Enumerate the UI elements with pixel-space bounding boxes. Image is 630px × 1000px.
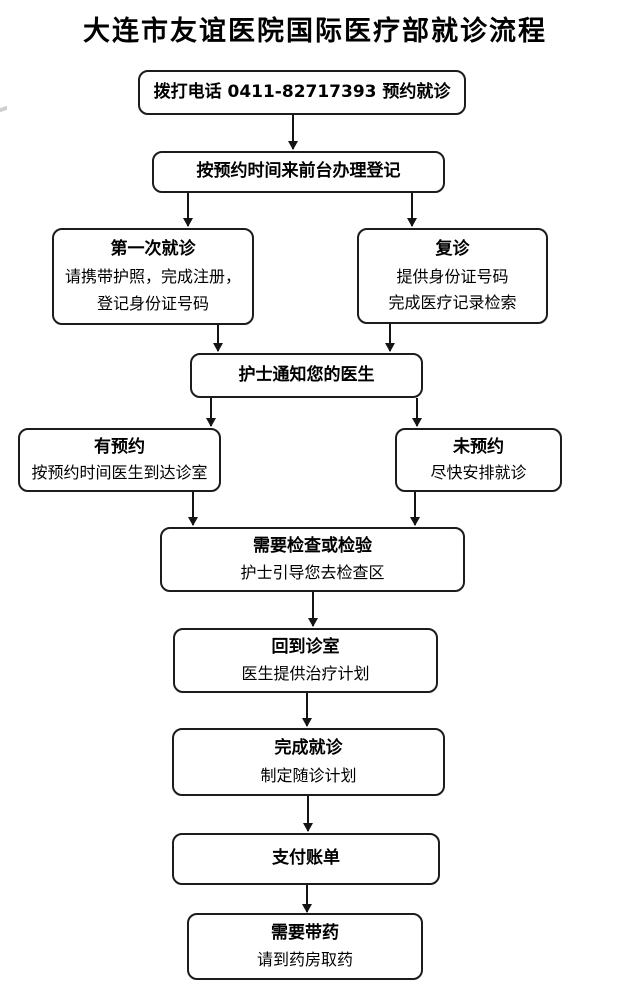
arrow-nurse-to-no-appointment [412, 398, 422, 427]
arrow-call-to-registration [288, 115, 298, 150]
page-title: 大连市友谊医院国际医疗部就诊流程 [83, 16, 547, 47]
node-line: 登记身份证号码 [96, 294, 209, 314]
node-line: 医生提供治疗计划 [241, 663, 370, 683]
arrow-complete-to-pay [303, 796, 313, 832]
node-title: 支付账单 [272, 848, 340, 869]
arrow-follow-up-to-nurse [385, 324, 395, 352]
node-title: 第一次就诊 [110, 238, 196, 259]
node-line: 护士引导您去检查区 [240, 562, 385, 582]
flow-node-follow-up-visit: 复诊 提供身份证号码 完成医疗记录检索 [357, 228, 548, 324]
arrow-registration-to-follow-up [407, 193, 417, 227]
node-title: 护士通知您的医生 [238, 364, 375, 385]
node-title: 按预约时间来前台办理登记 [196, 161, 401, 182]
arrow-pay-to-medication [302, 885, 312, 913]
arrow-registration-to-first-visit [183, 193, 193, 227]
node-line: 制定随诊计划 [260, 765, 357, 785]
arrow-exam-to-return-room [308, 592, 318, 627]
node-title: 回到诊室 [271, 637, 340, 658]
node-title: 未预约 [453, 436, 504, 457]
node-title: 复诊 [435, 238, 470, 259]
flow-node-nurse-notifies-doctor: 护士通知您的医生 [190, 353, 423, 398]
flow-node-complete-visit: 完成就诊 制定随诊计划 [172, 728, 445, 796]
node-line: 按预约时间医生到达诊室 [31, 463, 208, 483]
node-line: 请携带护照，完成注册， [64, 267, 241, 287]
scan-artifact [0, 105, 7, 113]
flow-node-need-exam-or-test: 需要检查或检验 护士引导您去检查区 [160, 527, 465, 592]
node-line: 请到药房取药 [256, 950, 353, 970]
node-title: 有预约 [94, 436, 145, 457]
flow-node-no-appointment: 未预约 尽快安排就诊 [395, 428, 562, 492]
flow-node-call-appointment: 拨打电话 0411-82717393 预约就诊 [138, 70, 466, 115]
node-line: 尽快安排就诊 [430, 463, 527, 483]
node-line: 提供身份证号码 [396, 266, 509, 286]
node-title: 完成就诊 [274, 738, 343, 759]
flow-node-need-medication: 需要带药 请到药房取药 [187, 913, 423, 980]
node-title: 需要检查或检验 [253, 536, 372, 557]
arrow-with-appointment-to-exam [188, 492, 198, 526]
flow-node-return-to-room: 回到诊室 医生提供治疗计划 [173, 628, 438, 693]
arrow-nurse-to-with-appointment [206, 398, 216, 427]
arrow-return-room-to-complete [302, 693, 312, 727]
flow-node-front-desk-registration: 按预约时间来前台办理登记 [152, 151, 445, 193]
node-line: 完成医疗记录检索 [388, 293, 517, 313]
arrow-first-visit-to-nurse [213, 325, 223, 352]
node-title: 拨打电话 0411-82717393 预约就诊 [153, 81, 451, 102]
node-title: 需要带药 [271, 922, 339, 943]
flow-node-pay-bill: 支付账单 [172, 833, 440, 885]
flow-node-first-visit: 第一次就诊 请携带护照，完成注册， 登记身份证号码 [52, 228, 254, 325]
arrow-no-appointment-to-exam [410, 492, 420, 526]
flow-node-with-appointment: 有预约 按预约时间医生到达诊室 [18, 428, 221, 492]
